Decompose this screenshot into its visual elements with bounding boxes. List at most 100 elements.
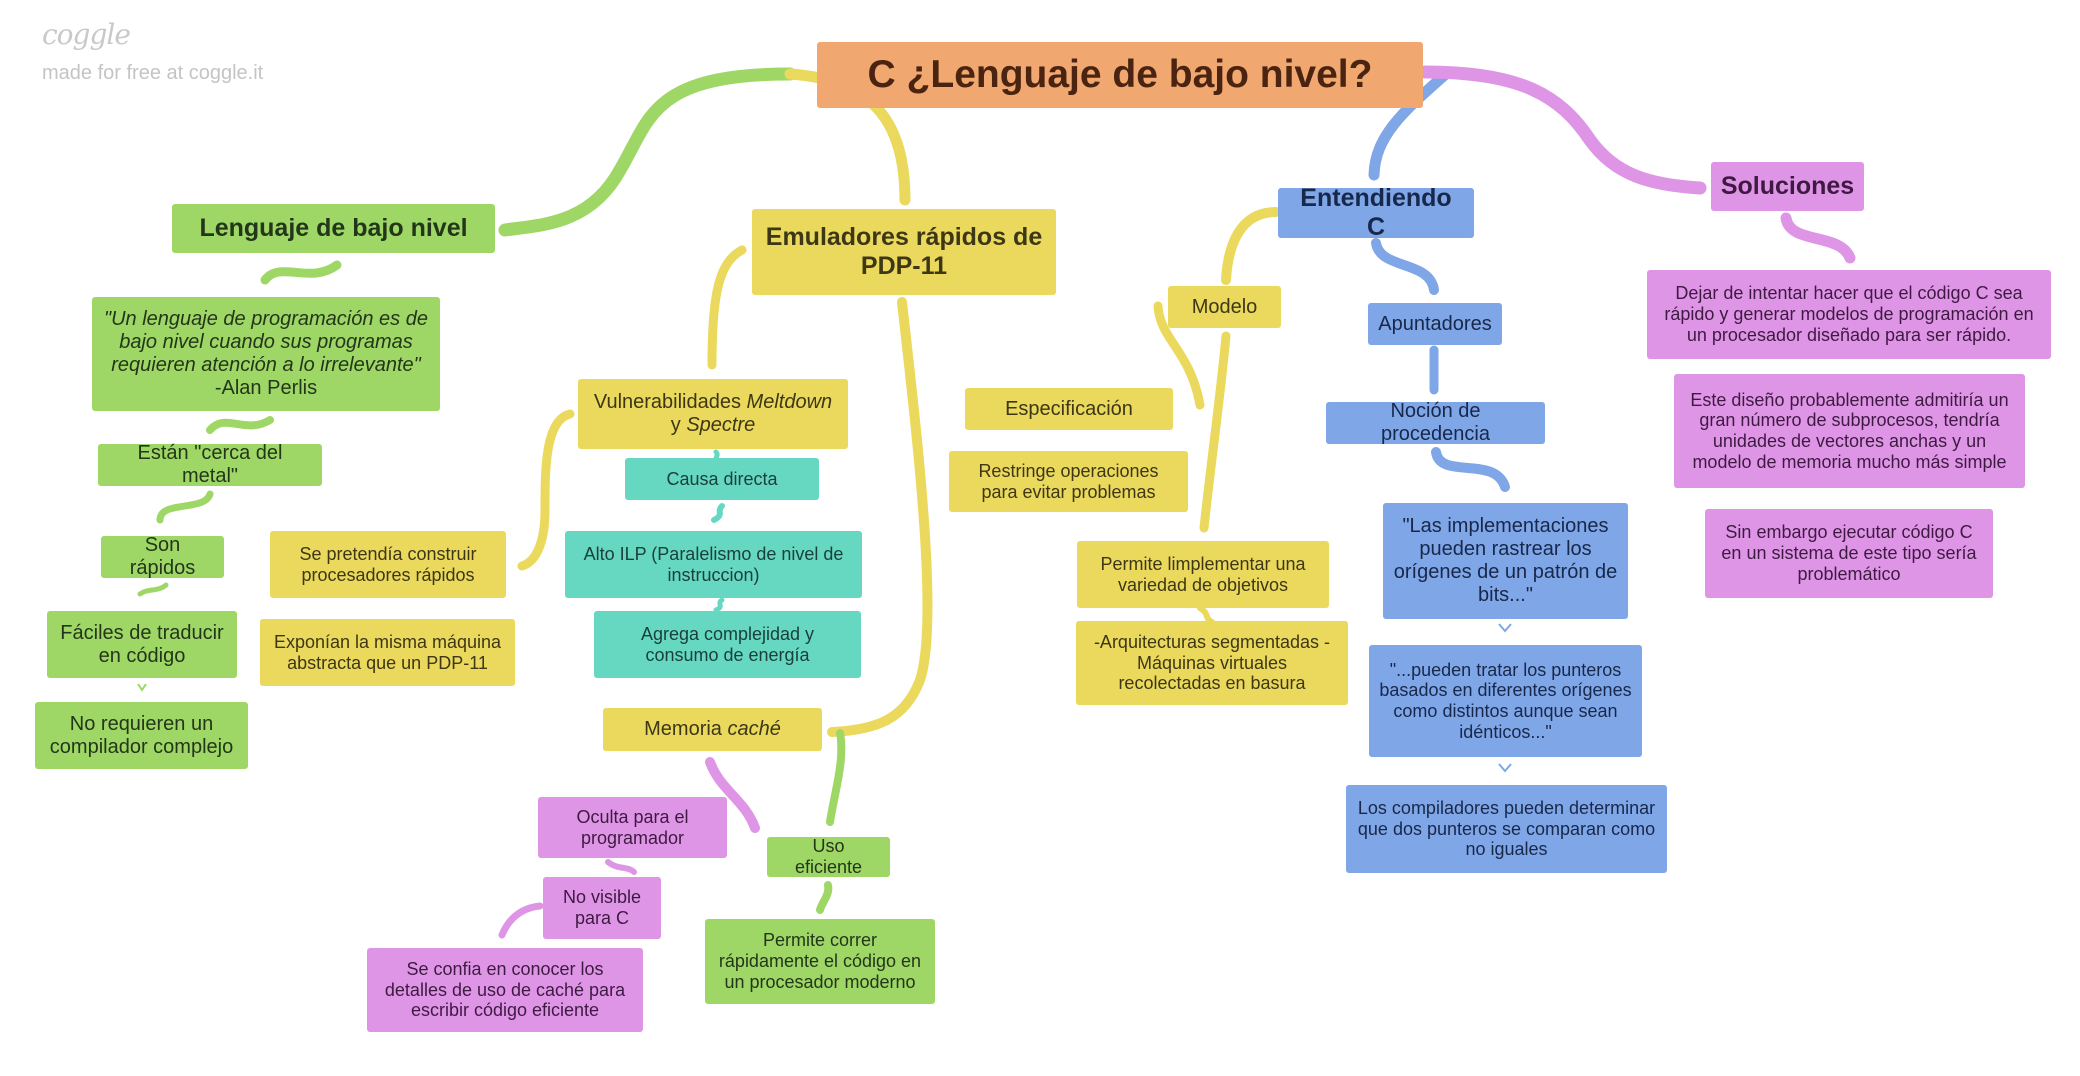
node-quote-punteros[interactable]: "...pueden tratar los punteros basados e… xyxy=(1369,645,1642,757)
link-causa-ilp xyxy=(711,503,725,523)
coggle-watermark-text: made for free at coggle.it xyxy=(42,62,264,84)
coggle-logo: coggle xyxy=(42,18,131,51)
node-cerca-del-metal[interactable]: Están "cerca del metal" xyxy=(98,442,322,487)
node-especificacion[interactable]: Especificación xyxy=(965,388,1173,430)
compiladores-label: Los compiladores pueden determinar que d… xyxy=(1357,797,1656,860)
node-causa-directa[interactable]: Causa directa xyxy=(625,458,819,500)
vuln-text-mid: y xyxy=(670,414,687,436)
lenguaje-bajo-nivel-label: Lenguaje de bajo nivel xyxy=(199,214,468,243)
link-modelo-especif xyxy=(1153,301,1205,410)
permite-implementar-label: Permite limplementar una variedad de obj… xyxy=(1100,553,1306,595)
link-metal-rapidos xyxy=(156,490,214,524)
vulnerabilidades-label: Vulnerabilidades Meltdown y Spectre xyxy=(588,391,838,437)
node-quote-implementaciones[interactable]: "Las implementaciones pueden rastrear lo… xyxy=(1383,503,1628,619)
entendiendo-c-label: Entendiendo C xyxy=(1300,184,1452,241)
link-sol-dejar xyxy=(1780,212,1856,264)
node-diseno[interactable]: Este diseño probablemente admitiría un g… xyxy=(1674,374,2025,488)
node-soluciones[interactable]: Soluciones xyxy=(1711,162,1864,211)
apuntadores-label: Apuntadores xyxy=(1378,312,1492,335)
especificacion-label: Especificación xyxy=(1005,397,1133,420)
link-quote1-quote2 xyxy=(1498,623,1512,633)
arquitecturas-label: -Arquitecturas segmentadas -Máquinas vir… xyxy=(1093,631,1331,694)
node-se-pretendia[interactable]: Se pretendía construir procesadores rápi… xyxy=(270,531,506,598)
link-ent-apuntadores xyxy=(1371,238,1439,295)
vuln-text-spectre: Spectre xyxy=(686,414,756,436)
link-ent-modelo xyxy=(1221,207,1281,285)
node-arquitecturas[interactable]: -Arquitecturas segmentadas -Máquinas vir… xyxy=(1076,621,1348,705)
root-node[interactable]: C ¿Lenguaje de bajo nivel? xyxy=(817,42,1423,108)
link-oculta-novisible xyxy=(605,859,637,875)
node-memoria-cache[interactable]: Memoria caché xyxy=(603,708,822,751)
modelo-label: Modelo xyxy=(1191,295,1258,318)
node-sin-embargo[interactable]: Sin embargo ejecutar código C en un sist… xyxy=(1705,509,1993,598)
vuln-text-meltdown: Meltdown xyxy=(746,391,833,413)
link-memoria-oculta xyxy=(705,757,760,833)
node-emuladores[interactable]: Emuladores rápidos de PDP-11 xyxy=(752,209,1056,295)
soluciones-label: Soluciones xyxy=(1720,172,1855,201)
link-permite-arq xyxy=(1197,605,1215,625)
faciles-traducir-label: Fáciles de traducir en código xyxy=(60,621,224,667)
node-permite-implementar[interactable]: Permite limplementar una variedad de obj… xyxy=(1077,541,1329,608)
node-quote-perlis[interactable]: "Un lenguaje de programación es de bajo … xyxy=(92,297,440,411)
son-rapidos-label: Son rápidos xyxy=(129,534,196,579)
oculta-programador-label: Oculta para el programador xyxy=(576,806,689,848)
link-root-soluciones xyxy=(1418,65,1707,195)
link-ilp-agrega xyxy=(713,597,725,613)
link-root-bajo-nivel xyxy=(498,67,797,237)
restringe-label: Restringe operaciones para evitar proble… xyxy=(978,460,1159,502)
cache-text: caché xyxy=(727,718,781,740)
node-nocion-procedencia[interactable]: Noción de procedencia xyxy=(1326,400,1545,445)
link-rapidos-faciles xyxy=(137,582,169,597)
link-bajo-quote xyxy=(260,260,342,285)
node-oculta-programador[interactable]: Oculta para el programador xyxy=(538,797,727,858)
node-dejar-de-intentar[interactable]: Dejar de intentar hacer que el código C … xyxy=(1647,270,2051,359)
node-apuntadores[interactable]: Apuntadores xyxy=(1368,303,1502,345)
vuln-text-pre: Vulnerabilidades xyxy=(593,391,747,413)
se-pretendia-label: Se pretendía construir procesadores rápi… xyxy=(299,543,477,585)
memoria-text: Memoria xyxy=(644,718,728,740)
node-compiladores[interactable]: Los compiladores pueden determinar que d… xyxy=(1346,785,1667,873)
link-uso-permite xyxy=(816,881,833,914)
node-permite-correr[interactable]: Permite correr rápidamente el código en … xyxy=(705,919,935,1004)
cerca-del-metal-label: Están "cerca del metal" xyxy=(137,442,283,487)
permite-correr-label: Permite correr rápidamente el código en … xyxy=(718,930,922,992)
link-quote2-compiladores xyxy=(1498,763,1512,773)
se-confia-label: Se confia en conocer los detalles de uso… xyxy=(384,958,626,1021)
node-lenguaje-bajo-nivel[interactable]: Lenguaje de bajo nivel xyxy=(172,204,495,253)
memoria-cache-label: Memoria caché xyxy=(644,718,781,741)
no-visible-c-label: No visible para C xyxy=(562,887,642,928)
link-novisible-seconfia xyxy=(498,902,544,939)
node-restringe[interactable]: Restringe operaciones para evitar proble… xyxy=(949,451,1188,512)
link-emu-memoria xyxy=(827,297,933,737)
node-no-requieren[interactable]: No requieren un compilador complejo xyxy=(35,702,248,769)
sin-embargo-label: Sin embargo ejecutar código C en un sist… xyxy=(1721,522,1977,584)
node-alto-ilp[interactable]: Alto ILP (Paralelismo de nivel de instru… xyxy=(565,531,862,598)
link-root-entendiendo xyxy=(1368,66,1454,181)
node-faciles-traducir[interactable]: Fáciles de traducir en código xyxy=(47,611,237,678)
agrega-complejidad-label: Agrega complejidad y consumo de energía xyxy=(640,623,815,665)
quote-perlis-text: "Un lenguaje de programación es de bajo … xyxy=(104,308,428,376)
node-agrega-complejidad[interactable]: Agrega complejidad y consumo de energía xyxy=(594,611,861,678)
emuladores-label: Emuladores rápidos de PDP-11 xyxy=(765,223,1043,280)
node-exponian[interactable]: Exponían la misma máquina abstracta que … xyxy=(260,619,515,686)
link-quote-metal xyxy=(206,416,274,434)
uso-eficiente-label: Uso eficiente xyxy=(794,836,863,877)
link-nocion-quote1 xyxy=(1431,447,1510,492)
node-uso-eficiente[interactable]: Uso eficiente xyxy=(767,836,890,877)
causa-directa-label: Causa directa xyxy=(666,468,778,489)
node-no-visible-c[interactable]: No visible para C xyxy=(543,877,661,939)
node-entendiendo-c[interactable]: Entendiendo C xyxy=(1278,184,1474,241)
exponian-label: Exponían la misma máquina abstracta que … xyxy=(273,631,502,673)
node-vulnerabilidades[interactable]: Vulnerabilidades Meltdown y Spectre xyxy=(578,379,848,449)
node-se-confia[interactable]: Se confia en conocer los detalles de uso… xyxy=(367,948,643,1032)
node-son-rapidos[interactable]: Son rápidos xyxy=(101,534,224,579)
node-modelo[interactable]: Modelo xyxy=(1168,286,1281,328)
alto-ilp-label: Alto ILP (Paralelismo de nivel de instru… xyxy=(583,543,844,585)
quote-implementaciones-label: "Las implementaciones pueden rastrear lo… xyxy=(1393,515,1618,606)
dejar-de-intentar-label: Dejar de intentar hacer que el código C … xyxy=(1664,283,2034,345)
diseno-label: Este diseño probablemente admitiría un g… xyxy=(1690,389,2009,472)
quote-punteros-label: "...pueden tratar los punteros basados e… xyxy=(1379,659,1632,742)
link-modelo-permite xyxy=(1199,331,1231,533)
